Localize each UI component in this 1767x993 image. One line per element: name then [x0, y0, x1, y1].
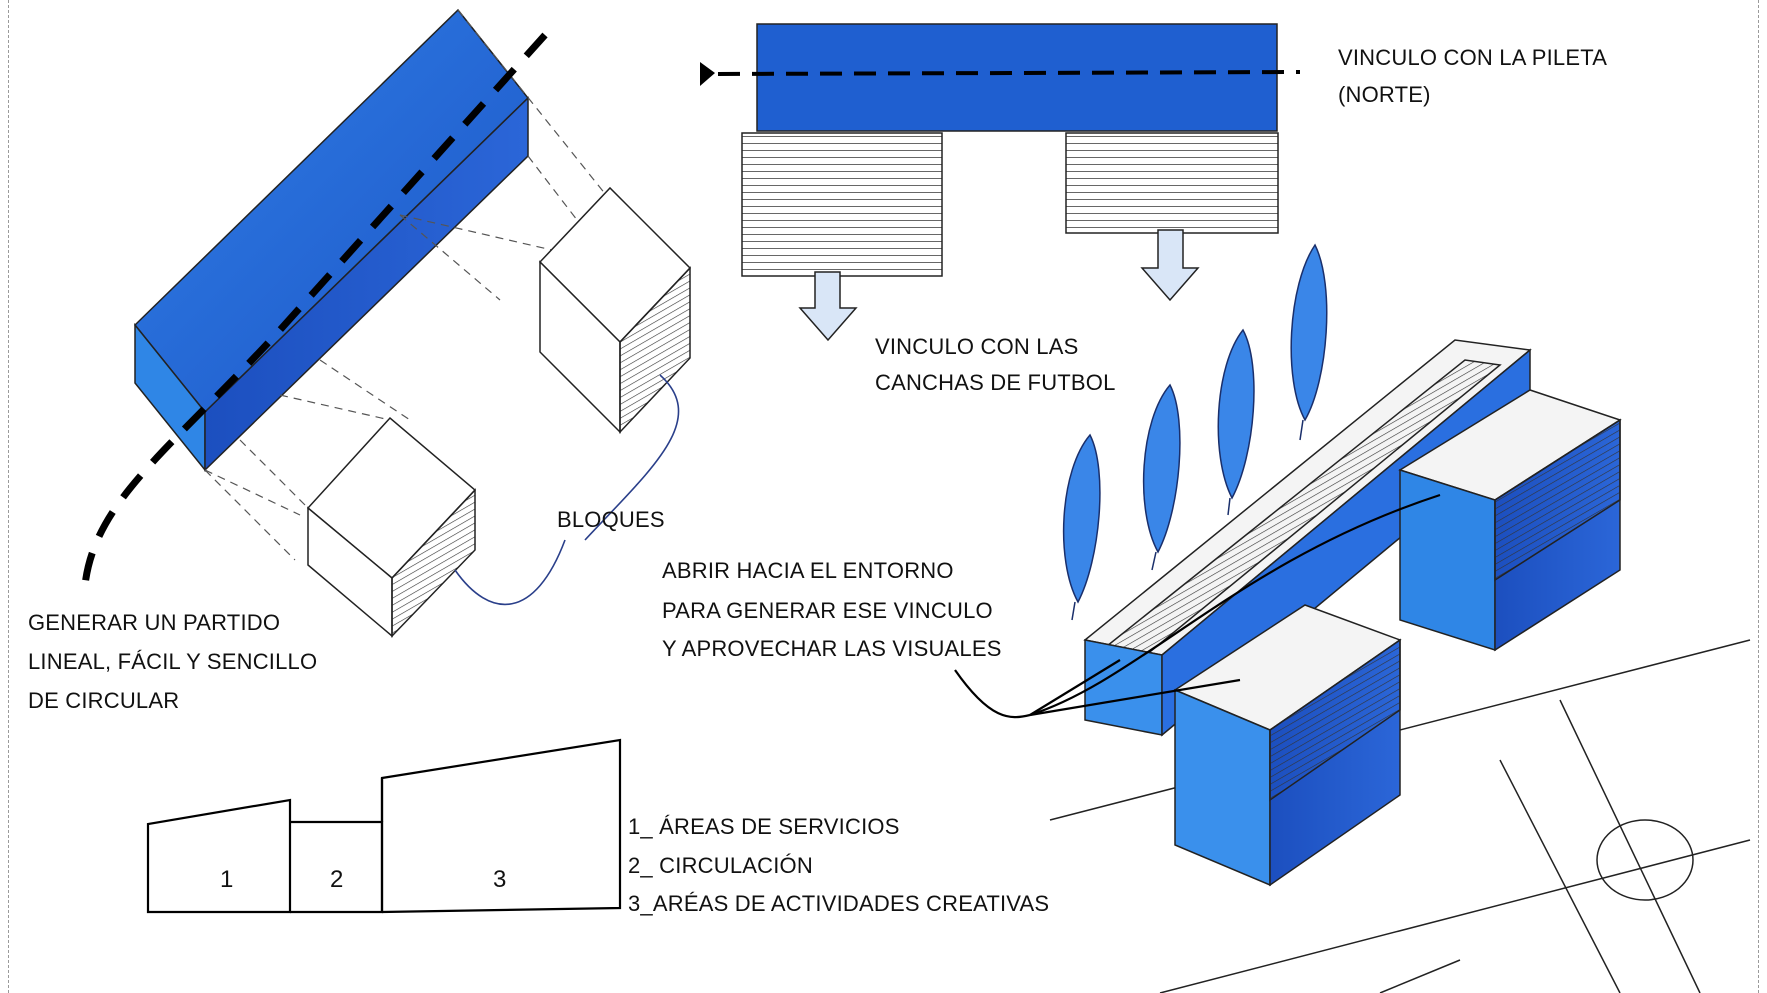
lower-cube [306, 416, 477, 638]
label-generar-3: DE CIRCULAR [28, 688, 180, 713]
label-abrir-2: PARA GENERAR ESE VINCULO [662, 598, 993, 623]
building-front-block [1173, 604, 1402, 887]
north-arrow-icon [700, 62, 715, 86]
tree-3 [1217, 328, 1255, 500]
plan-right-block [1065, 132, 1279, 234]
legend-item-2: 2_ CIRCULACIÓN [628, 853, 813, 878]
plan-blue-bar [756, 23, 1278, 132]
bloques-leader-upper [584, 374, 680, 541]
tree-1 [1062, 433, 1101, 604]
bloques-leader-lower [454, 539, 566, 606]
section-diagram [146, 738, 622, 914]
down-arrow-left-icon [798, 271, 858, 342]
building-right-block [1398, 389, 1622, 652]
legend-item-3: 3_ARÉAS DE ACTIVIDADES CREATIVAS [628, 891, 1050, 916]
right-axonometric [954, 243, 1751, 993]
abrir-leaders [954, 493, 1441, 719]
section-zone-1: 1 [220, 866, 234, 893]
page-border-left [8, 0, 9, 993]
label-pileta-1: VINCULO CON LA PILETA [1338, 45, 1608, 70]
tree-2 [1142, 383, 1181, 554]
left-axonometric [81, 8, 692, 638]
label-abrir-1: ABRIR HACIA EL ENTORNO [662, 558, 954, 583]
label-abrir-3: Y APROVECHAR LAS VISUALES [662, 636, 1002, 661]
plan-diagram [700, 23, 1301, 342]
legend-item-1: 1_ ÁREAS DE SERVICIOS [628, 814, 900, 839]
down-arrow-right-icon [1140, 229, 1200, 302]
plan-left-block [741, 132, 943, 277]
section-zone-3: 3 [493, 866, 507, 893]
label-bloques: BLOQUES [557, 507, 665, 532]
label-pileta-2: (NORTE) [1338, 82, 1431, 107]
trees [1062, 243, 1328, 621]
tree-4 [1290, 243, 1328, 422]
label-generar-2: LINEAL, FÁCIL Y SENCILLO [28, 649, 318, 674]
page-border-right [1758, 0, 1759, 993]
plan-axis-dashed [717, 70, 1301, 76]
section-zone-2: 2 [330, 866, 344, 893]
circulation-dashed-line [81, 32, 548, 586]
upper-cube [538, 186, 692, 434]
label-canchas-1: VINCULO CON LAS [875, 334, 1079, 359]
label-generar-1: GENERAR UN PARTIDO [28, 610, 281, 635]
label-canchas-2: CANCHAS DE FUTBOL [875, 370, 1116, 395]
